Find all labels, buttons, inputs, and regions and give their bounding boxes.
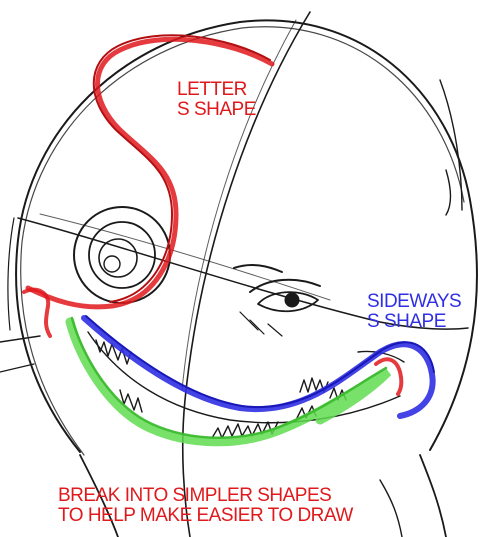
- red-mouth-corner-right: [374, 357, 404, 396]
- large-eye-pupil: [103, 255, 121, 273]
- green-highlight-stroke-2: [70, 316, 388, 439]
- neck-line-left: [79, 454, 119, 537]
- cheek-contour: [439, 79, 463, 216]
- small-eye-brow: [233, 264, 321, 293]
- eye-line-sketch: [39, 213, 331, 301]
- letter-s-shape-line2: S SHAPE: [177, 99, 256, 120]
- red-s-highlight-core: [92, 34, 271, 303]
- collar-line: [379, 479, 403, 537]
- sideways-s-shape-line2: S SHAPE: [367, 311, 446, 332]
- instruction-label: BREAK INTO SIMPLER SHAPES TO HELP MAKE E…: [58, 486, 353, 526]
- instruction-line2: TO HELP MAKE EASIER TO DRAW: [58, 505, 353, 526]
- hair-left: [7, 217, 15, 331]
- large-eye-inner: [98, 238, 138, 278]
- sideways-s-shape-line1: SIDEWAYS: [367, 291, 462, 312]
- center-line-sketch: [181, 19, 297, 391]
- red-s-highlight: [25, 36, 275, 310]
- shoulder-left-2: [0, 363, 35, 373]
- head-outline: [15, 19, 478, 453]
- small-eye-pupil: [284, 292, 300, 308]
- small-eye-lid: [257, 291, 319, 313]
- letter-s-shape-line1: LETTER: [177, 79, 247, 100]
- pencil-sketch: [0, 11, 478, 537]
- instruction-line1: BREAK INTO SIMPLER SHAPES: [58, 485, 332, 506]
- letter-s-shape-label: LETTER S SHAPE: [177, 80, 256, 120]
- center-line: [181, 11, 311, 537]
- green-highlight-stroke: [65, 317, 392, 447]
- neck-line-right: [419, 454, 447, 537]
- sideways-s-shape-label: SIDEWAYS S SHAPE: [367, 291, 462, 332]
- small-eye-shading: [239, 311, 283, 337]
- red-mouth-corner-left: [22, 287, 52, 338]
- mouth-inner-line: [87, 331, 401, 424]
- teeth-upper: [95, 339, 347, 401]
- shoulder-left: [0, 335, 41, 343]
- blue-s-highlight-core: [85, 315, 435, 409]
- head-outline-sketch: [20, 26, 465, 456]
- large-eye-mid: [88, 221, 156, 289]
